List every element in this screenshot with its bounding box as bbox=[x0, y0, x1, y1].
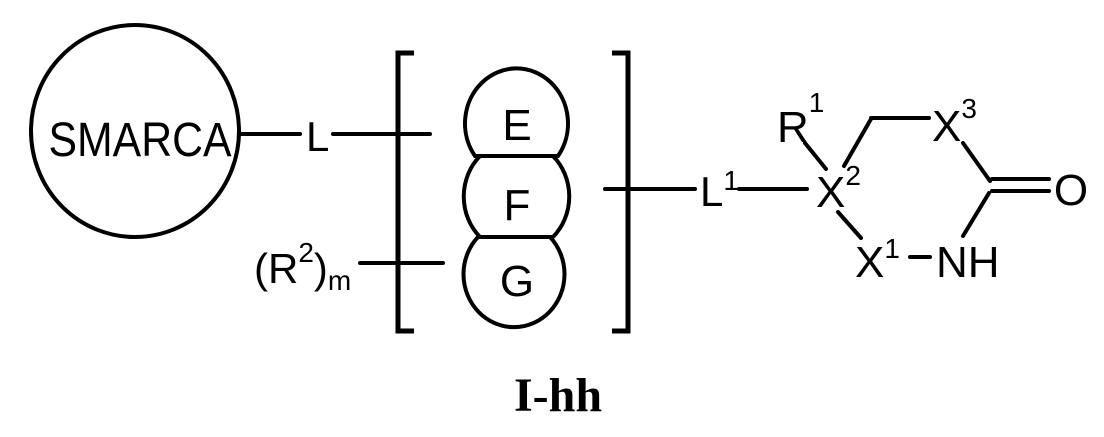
r2-subscript-m: m bbox=[328, 265, 351, 296]
ring-g-blob bbox=[461, 235, 567, 330]
x1-base: X bbox=[855, 238, 884, 287]
r2-open: (R bbox=[254, 245, 298, 292]
x2-base: X bbox=[816, 168, 845, 217]
ring-f-blob bbox=[461, 154, 572, 239]
linker-l1-label: L1 bbox=[700, 165, 739, 215]
x3-base: X bbox=[932, 102, 961, 151]
bond-x2-ch2 bbox=[842, 117, 873, 168]
compound-label: I-hh bbox=[514, 369, 602, 422]
r2-group-label: (R2)m bbox=[254, 237, 351, 296]
bond-x3-carbonyl bbox=[961, 141, 992, 183]
x1-label: X1 bbox=[855, 233, 900, 287]
x3-label: X3 bbox=[932, 93, 977, 151]
bond-x1-x2 bbox=[836, 210, 863, 240]
oxygen-label: O bbox=[1054, 166, 1088, 215]
ring-e-blob bbox=[463, 66, 570, 158]
x2-label: X2 bbox=[816, 160, 861, 217]
ring-g-label: G bbox=[500, 257, 534, 306]
linker-l-label: L bbox=[306, 113, 329, 160]
smarca-label: SMARCA bbox=[49, 114, 232, 167]
x1-superscript: 1 bbox=[884, 233, 900, 264]
r1-label: R1 bbox=[777, 87, 824, 152]
x3-superscript: 3 bbox=[961, 93, 977, 124]
smarca-circle bbox=[29, 23, 241, 239]
x2-superscript: 2 bbox=[845, 160, 861, 191]
bond-carbonyl-nh bbox=[961, 191, 991, 238]
bracket-right bbox=[612, 50, 631, 334]
r2-close: ) bbox=[314, 245, 328, 292]
l1-superscript: 1 bbox=[723, 165, 739, 196]
l1-base: L bbox=[700, 168, 723, 215]
ring-e-label: E bbox=[502, 101, 531, 150]
ring-f-label: F bbox=[504, 181, 531, 230]
bracket-left bbox=[395, 50, 414, 334]
r1-superscript: 1 bbox=[809, 87, 825, 118]
r2-superscript: 2 bbox=[298, 237, 314, 268]
nh-label: NH bbox=[936, 238, 1000, 287]
bond-r1-x2 bbox=[803, 141, 828, 171]
